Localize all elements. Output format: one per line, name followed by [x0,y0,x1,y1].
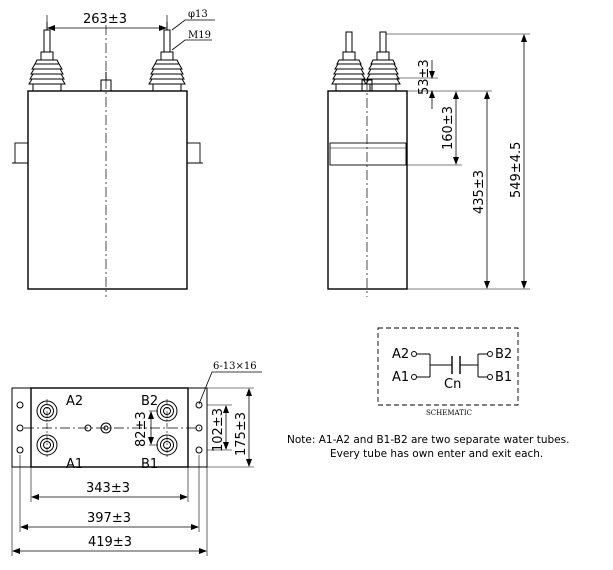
dim-holes: 6-13×16 [213,361,257,372]
dim-thread-m19: M19 [188,30,211,41]
side-left-bushing [331,31,367,92]
side-right-bushing [365,31,401,92]
note-line-1: Note: A1-A2 and B1-B2 are two separate w… [287,434,570,446]
dim-175: 175±3 [234,412,249,456]
dim-435: 435±3 [472,170,487,214]
bottom-view [11,371,262,556]
dim-263: 263±3 [83,12,127,27]
schematic-caption: SCHEMATIC [426,409,472,417]
label-a2: A2 [66,394,83,409]
dim-82: 82±3 [134,411,149,447]
dim-419: 419±3 [88,535,132,550]
dim-549: 549±4.5 [509,142,524,198]
label-b2: B2 [141,394,158,409]
front-view [12,15,215,297]
note-line-2: Every tube has own enter and exit each. [330,448,544,460]
schematic-b1: B1 [495,370,512,385]
dim-53: 53±3 [417,59,432,95]
dim-397: 397±3 [87,511,131,526]
schematic-cn: Cn [444,377,461,392]
dim-343: 343±3 [86,481,130,496]
left-terminal-bushing [28,22,66,92]
note-text: Note: A1-A2 and B1-B2 are two separate w… [287,433,569,461]
dim-diameter-13: φ13 [188,9,208,20]
label-a1: A1 [66,457,83,472]
label-b1: B1 [141,457,158,472]
dim-102: 102±3 [211,408,226,452]
side-view [327,31,530,297]
schematic-a1: A1 [392,370,409,385]
schematic-b2: B2 [495,347,512,362]
right-terminal-bushing [148,22,186,92]
dim-160: 160±3 [441,106,456,150]
schematic-a2: A2 [392,347,409,362]
schematic [377,327,519,406]
